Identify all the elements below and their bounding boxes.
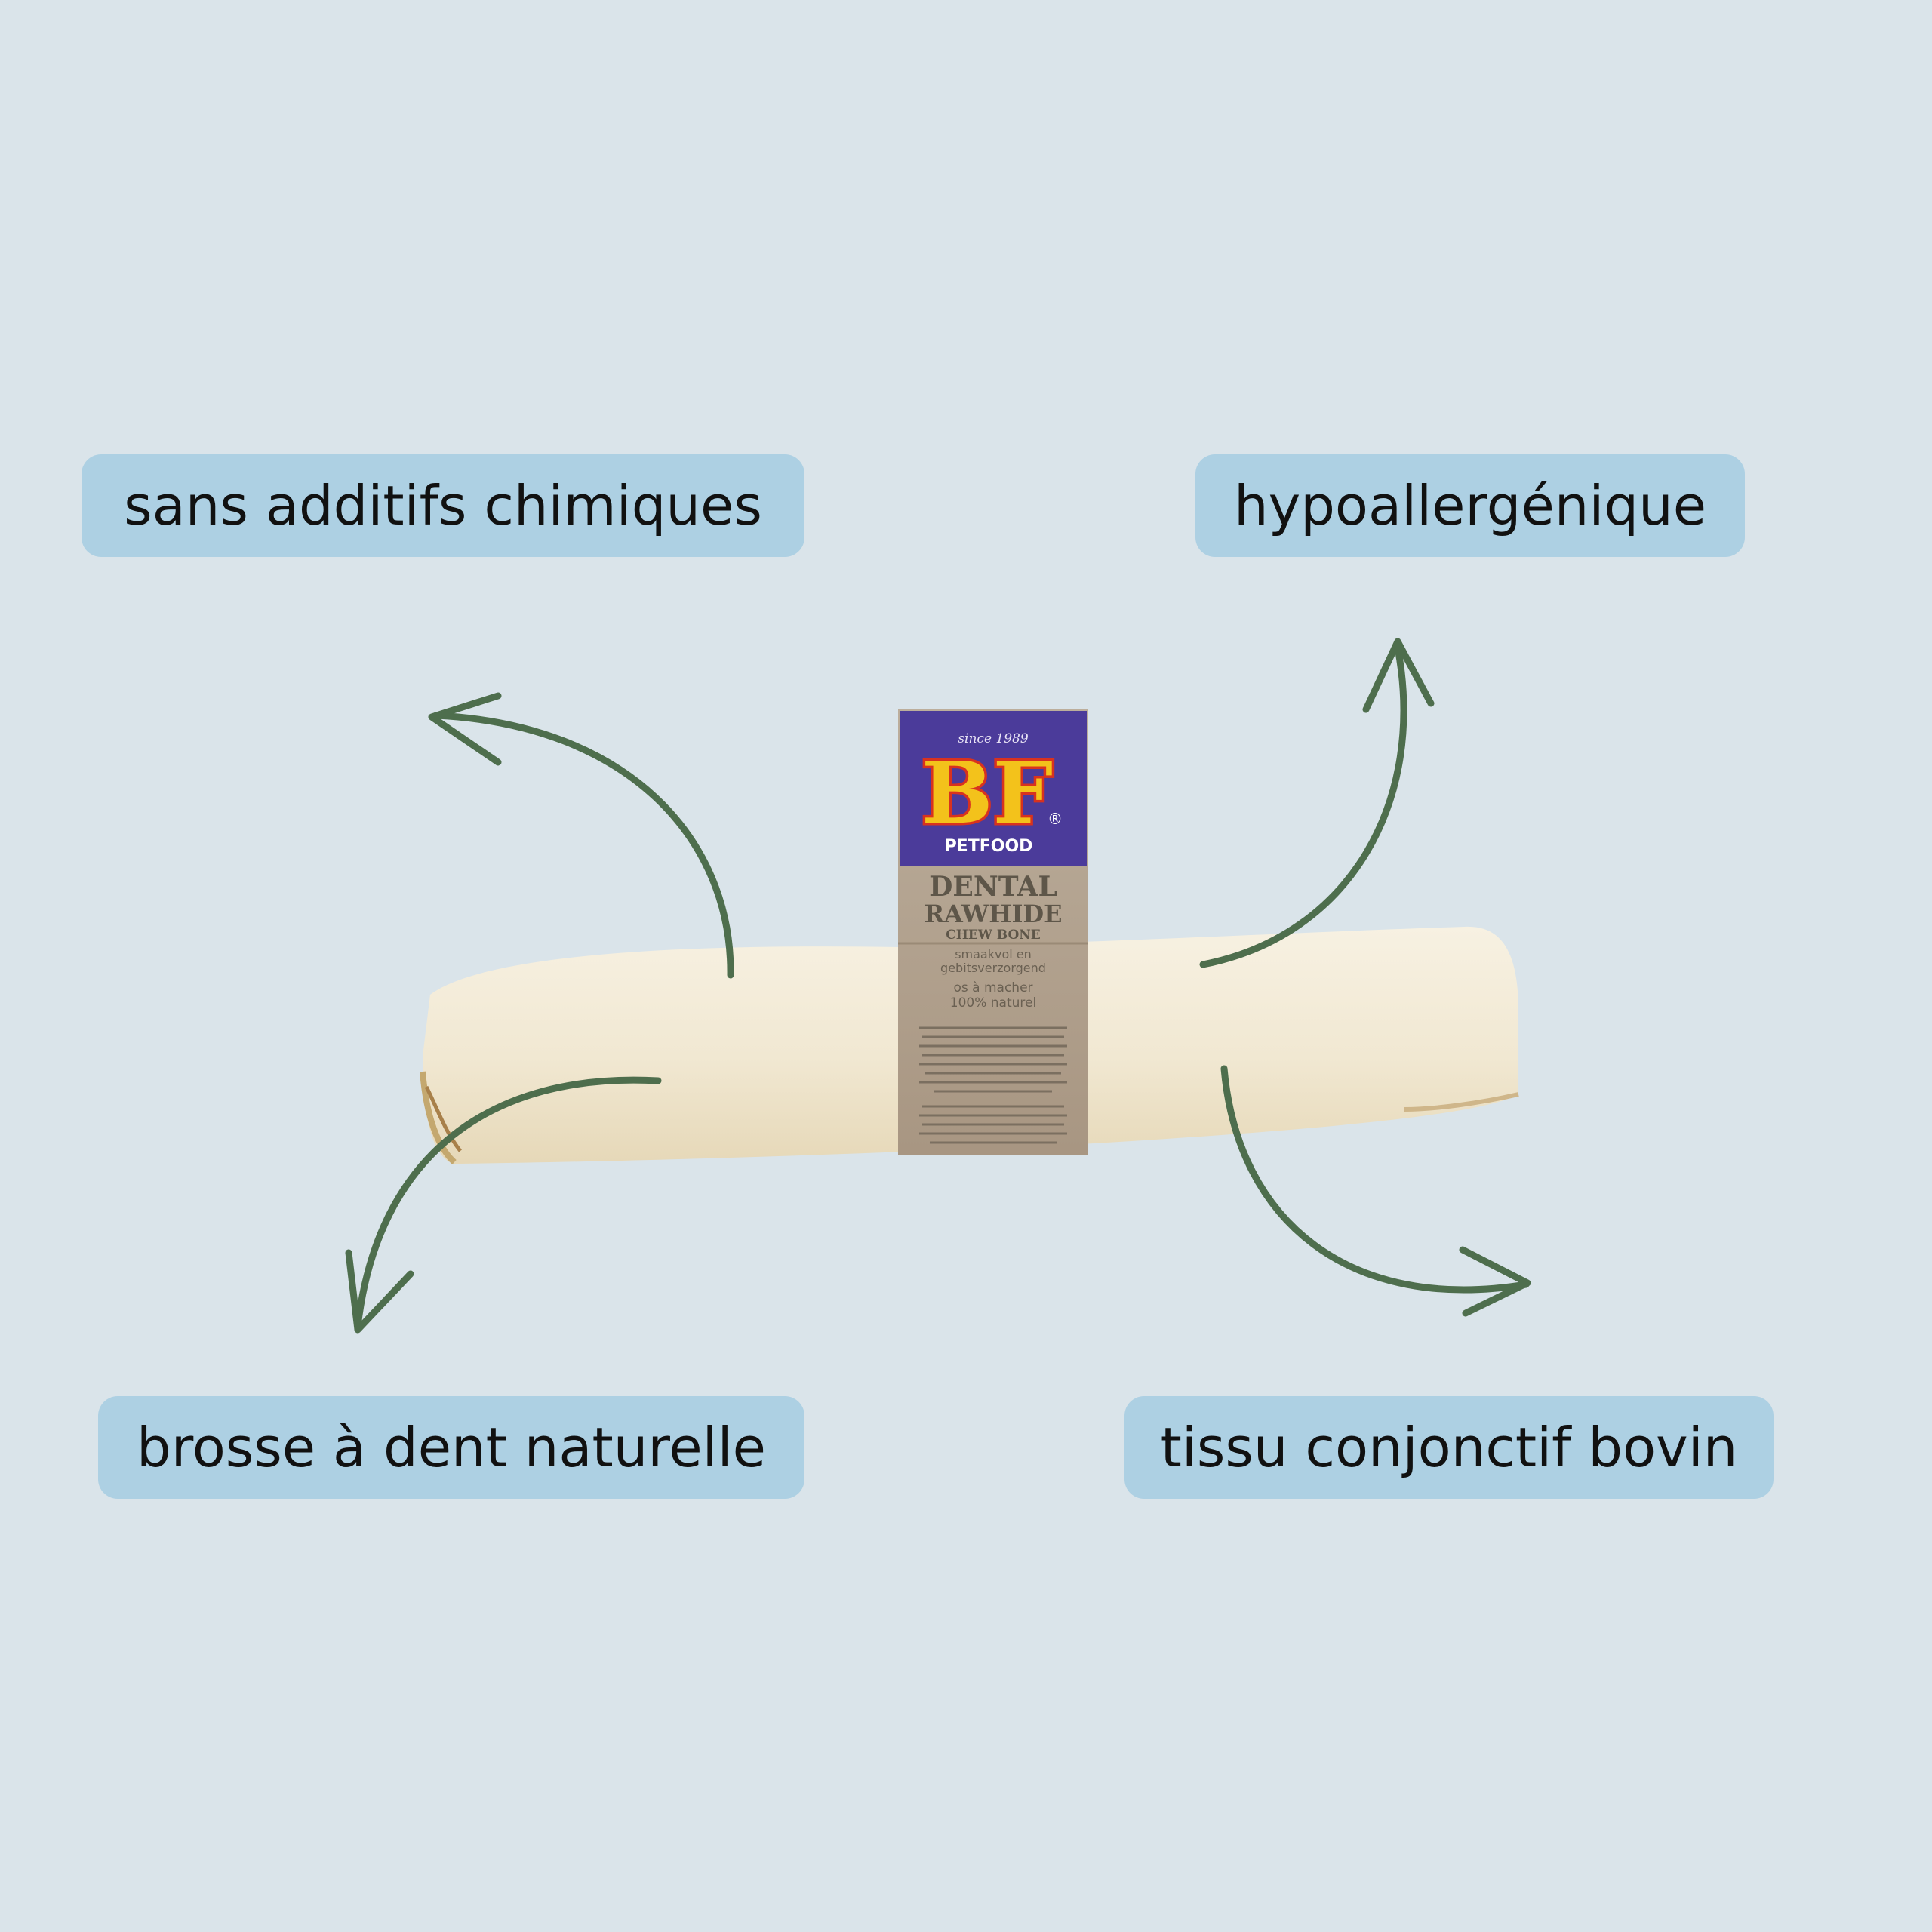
feature-text: hypoallergénique (1233, 474, 1707, 537)
feature-text: brosse à dent naturelle (137, 1416, 766, 1479)
label-title-line3: CHEW BONE (946, 928, 1041, 943)
brand-name: PETFOOD (945, 837, 1033, 856)
feature-label-hypoallergenic: hypoallergénique (1195, 454, 1745, 557)
label-fr-line2: 100% naturel (950, 995, 1036, 1011)
feature-label-bovine-tissue: tissu conjonctif bovin (1124, 1396, 1774, 1499)
product-label: since 1989 BF ® PETFOOD DENTAL RAWHIDE C… (898, 709, 1088, 1155)
feature-text: tissu conjonctif bovin (1160, 1416, 1738, 1479)
arrow-bottom-right (1220, 1065, 1531, 1317)
label-nl-line2: gebitsverzorgend (940, 961, 1046, 975)
arrow-bottom-left (345, 1076, 662, 1334)
feature-text: sans additifs chimiques (124, 474, 762, 537)
arrow-top-left (428, 692, 734, 979)
label-title-line2: RAWHIDE (924, 900, 1062, 928)
brand-logo: BF (921, 744, 1053, 843)
feature-label-natural-toothbrush: brosse à dent naturelle (98, 1396, 804, 1499)
label-nl-line1: smaakvol en (955, 947, 1032, 961)
since-text: since 1989 (958, 731, 1029, 746)
feature-label-no-additives: sans additifs chimiques (82, 454, 804, 557)
label-fr-line1: os à macher (953, 980, 1032, 995)
label-fine-print (919, 1026, 1067, 1144)
arrow-top-right (1199, 638, 1435, 968)
registered-mark: ® (1048, 810, 1063, 828)
label-title-line1: DENTAL (929, 871, 1057, 903)
